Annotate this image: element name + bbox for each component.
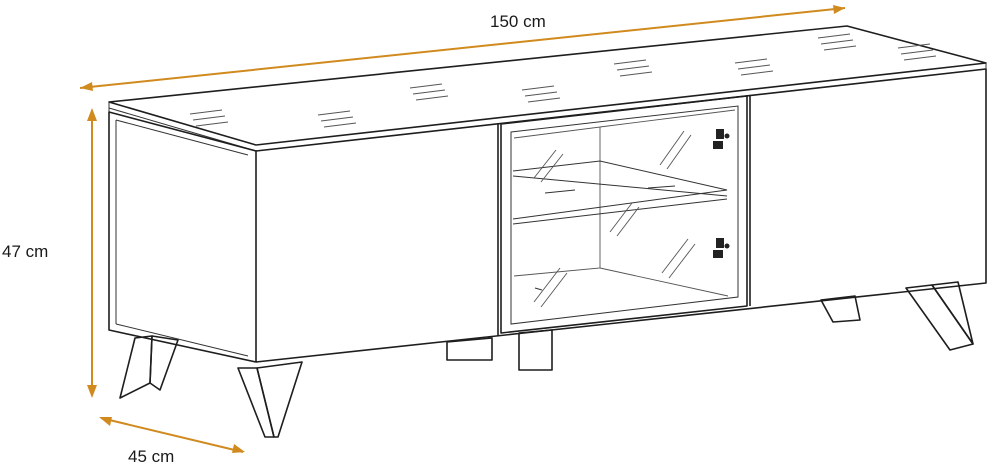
upper-hinge [713,129,730,149]
height-dimension [87,108,97,398]
leg-center-right [518,329,553,371]
leg-front-right-face [931,281,974,345]
legs [119,281,974,438]
cabinet-left-side [108,111,257,363]
leg-back-left-face [149,335,179,391]
top-surface-hatching [189,33,937,128]
depth-dimension [99,417,245,453]
cabinet-front [255,68,987,363]
width-label: 150 cm [490,12,546,31]
leg-back-left [119,335,153,399]
height-label: 47 cm [2,242,48,261]
cabinet [108,25,987,363]
leg-back-right [820,295,861,323]
leg-front-left-face [256,361,303,438]
glass-shelf-upper [512,160,728,220]
lower-hinge [713,238,730,258]
depth-label: 45 cm [128,447,174,466]
width-dimension [79,5,846,91]
leg-center [446,337,493,361]
cabinet-top [108,25,987,146]
leg-front-left [237,367,275,438]
glass-door [500,95,748,334]
